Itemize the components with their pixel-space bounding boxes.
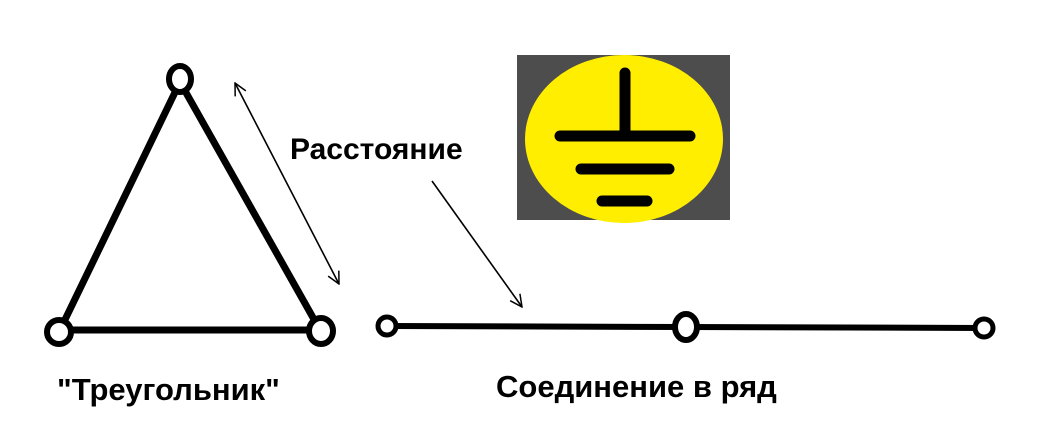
series-node-right bbox=[972, 316, 996, 340]
triangle-node-top bbox=[166, 63, 194, 95]
series-node-middle bbox=[672, 311, 700, 343]
series-line-left bbox=[387, 323, 687, 330]
distance-label: Расстояние bbox=[290, 133, 463, 166]
series-caption: Соединение в ряд bbox=[496, 369, 777, 404]
series-node-left bbox=[375, 314, 399, 338]
triangle-edge-left bbox=[56, 78, 184, 334]
distance-pointer-arrow bbox=[431, 180, 522, 307]
triangle-node-bottom-right bbox=[306, 315, 336, 347]
ground-icon bbox=[517, 55, 730, 223]
distance-double-arrow bbox=[235, 83, 339, 284]
series-connection bbox=[375, 311, 996, 343]
series-line-right bbox=[685, 324, 984, 331]
triangle-connection bbox=[44, 63, 336, 347]
triangle-node-bottom-left bbox=[44, 317, 74, 347]
triangle-caption: "Треугольник" bbox=[57, 372, 280, 407]
